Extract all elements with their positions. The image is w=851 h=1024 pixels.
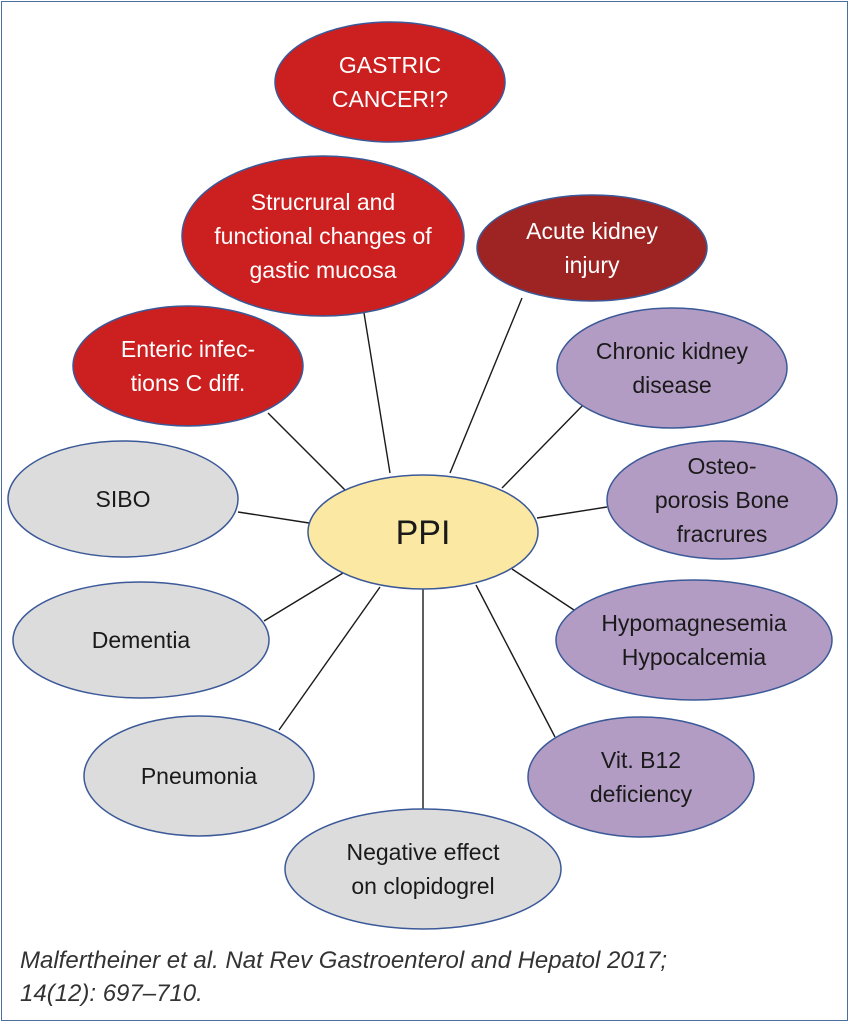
node-ellipse-vit-b12 xyxy=(527,716,755,838)
node-ellipse-pneumonia xyxy=(83,715,315,837)
node-osteoporosis: Osteo-porosis Bone fracrures xyxy=(606,440,838,560)
node-label-vit-b12-line-2: deficiency xyxy=(590,781,693,807)
node-label-structural-changes-line-3: gastic mucosa xyxy=(249,257,396,283)
outcome-nodes: GASTRIC CANCER!? Strucrural and functional … xyxy=(7,21,838,930)
node-label-osteoporosis-line-1: Osteo- xyxy=(687,453,756,479)
node-label-structural-changes-line-2: functional changes of xyxy=(214,223,432,249)
node-label-acute-kidney-injury-line-1: Acute kidney xyxy=(526,218,658,244)
node-enteric-infections: Enteric infec-tions C diff. xyxy=(72,305,304,427)
node-ellipse-structural-changes xyxy=(181,155,465,317)
connector-acute-kidney-injury xyxy=(449,297,523,474)
node-ellipse-enteric-infections xyxy=(72,305,304,427)
node-label-gastric-cancer-line-1: GASTRIC xyxy=(339,52,441,78)
node-label-osteoporosis-line-2: porosis Bone xyxy=(655,487,789,513)
node-ellipse-acute-kidney-injury xyxy=(476,194,708,302)
center-node: PPI xyxy=(307,474,539,590)
node-label-pneumonia-line-1: Pneumonia xyxy=(141,763,258,789)
node-label-sibo-line-1: SIBO xyxy=(96,486,151,512)
connector-hypomagnesemia xyxy=(511,568,575,611)
connector-dementia xyxy=(263,572,344,622)
node-pneumonia: Pneumonia xyxy=(83,715,315,837)
node-label-gastric-cancer-line-2: CANCER!? xyxy=(332,86,448,112)
node-label-hypomagnesemia-line-1: Hypomagnesemia xyxy=(601,610,787,636)
connector-chronic-kidney-disease xyxy=(501,401,587,489)
connector-pneumonia xyxy=(278,586,381,731)
connector-structural-changes xyxy=(363,312,391,474)
node-label-dementia-line-1: Dementia xyxy=(92,627,191,653)
node-ellipse-dementia xyxy=(12,581,270,699)
node-ellipse-osteoporosis xyxy=(606,440,838,560)
node-dementia: Dementia xyxy=(12,581,270,699)
node-label-acute-kidney-injury-line-2: injury xyxy=(565,252,620,278)
connector-enteric-infections xyxy=(267,412,346,491)
node-ellipse-clopidogrel xyxy=(284,808,562,930)
node-ellipse-hypomagnesemia xyxy=(555,579,833,701)
connector-osteoporosis xyxy=(536,506,608,519)
node-clopidogrel: Negative effect on clopidogrel xyxy=(284,808,562,930)
node-ellipse-chronic-kidney-disease xyxy=(556,307,788,429)
node-label-osteoporosis-line-3: fracrures xyxy=(677,521,768,547)
connector-vit-b12 xyxy=(475,584,556,738)
node-label-enteric-infections-line-2: tions C diff. xyxy=(131,370,246,396)
node-label-vit-b12-line-1: Vit. B12 xyxy=(601,747,681,773)
node-label-chronic-kidney-disease-line-2: disease xyxy=(632,372,711,398)
node-gastric-cancer: GASTRIC CANCER!? xyxy=(274,21,506,143)
citation: Malfertheiner et al. Nat Rev Gastroenter… xyxy=(20,944,830,1010)
node-ellipse-gastric-cancer xyxy=(274,21,506,143)
node-label-structural-changes-line-1: Strucrural and xyxy=(251,189,395,215)
connector-lines xyxy=(237,297,608,809)
node-acute-kidney-injury: Acute kidney injury xyxy=(476,194,708,302)
node-chronic-kidney-disease: Chronic kidney disease xyxy=(556,307,788,429)
node-label-clopidogrel-line-2: on clopidogrel xyxy=(351,873,494,899)
citation-line-2: 14(12): 697–710. xyxy=(20,980,203,1007)
ppi-effects-diagram: GASTRIC CANCER!? Strucrural and functional … xyxy=(7,21,838,930)
connector-sibo xyxy=(237,511,310,524)
node-label-hypomagnesemia-line-2: Hypocalcemia xyxy=(622,644,767,670)
node-label-clopidogrel-line-1: Negative effect xyxy=(346,839,500,865)
center-ellipse xyxy=(307,474,539,590)
node-label-chronic-kidney-disease-line-1: Chronic kidney xyxy=(596,338,749,364)
node-label-enteric-infections-line-1: Enteric infec- xyxy=(121,336,255,362)
node-ellipse-sibo xyxy=(7,440,239,558)
citation-line-1: Malfertheiner et al. Nat Rev Gastroenter… xyxy=(20,947,668,974)
center-label: PPI xyxy=(396,514,451,552)
node-structural-changes: Strucrural and functional changes of gasti… xyxy=(181,155,465,317)
node-sibo: SIBO xyxy=(7,440,239,558)
node-vit-b12: Vit. B12 deficiency xyxy=(527,716,755,838)
